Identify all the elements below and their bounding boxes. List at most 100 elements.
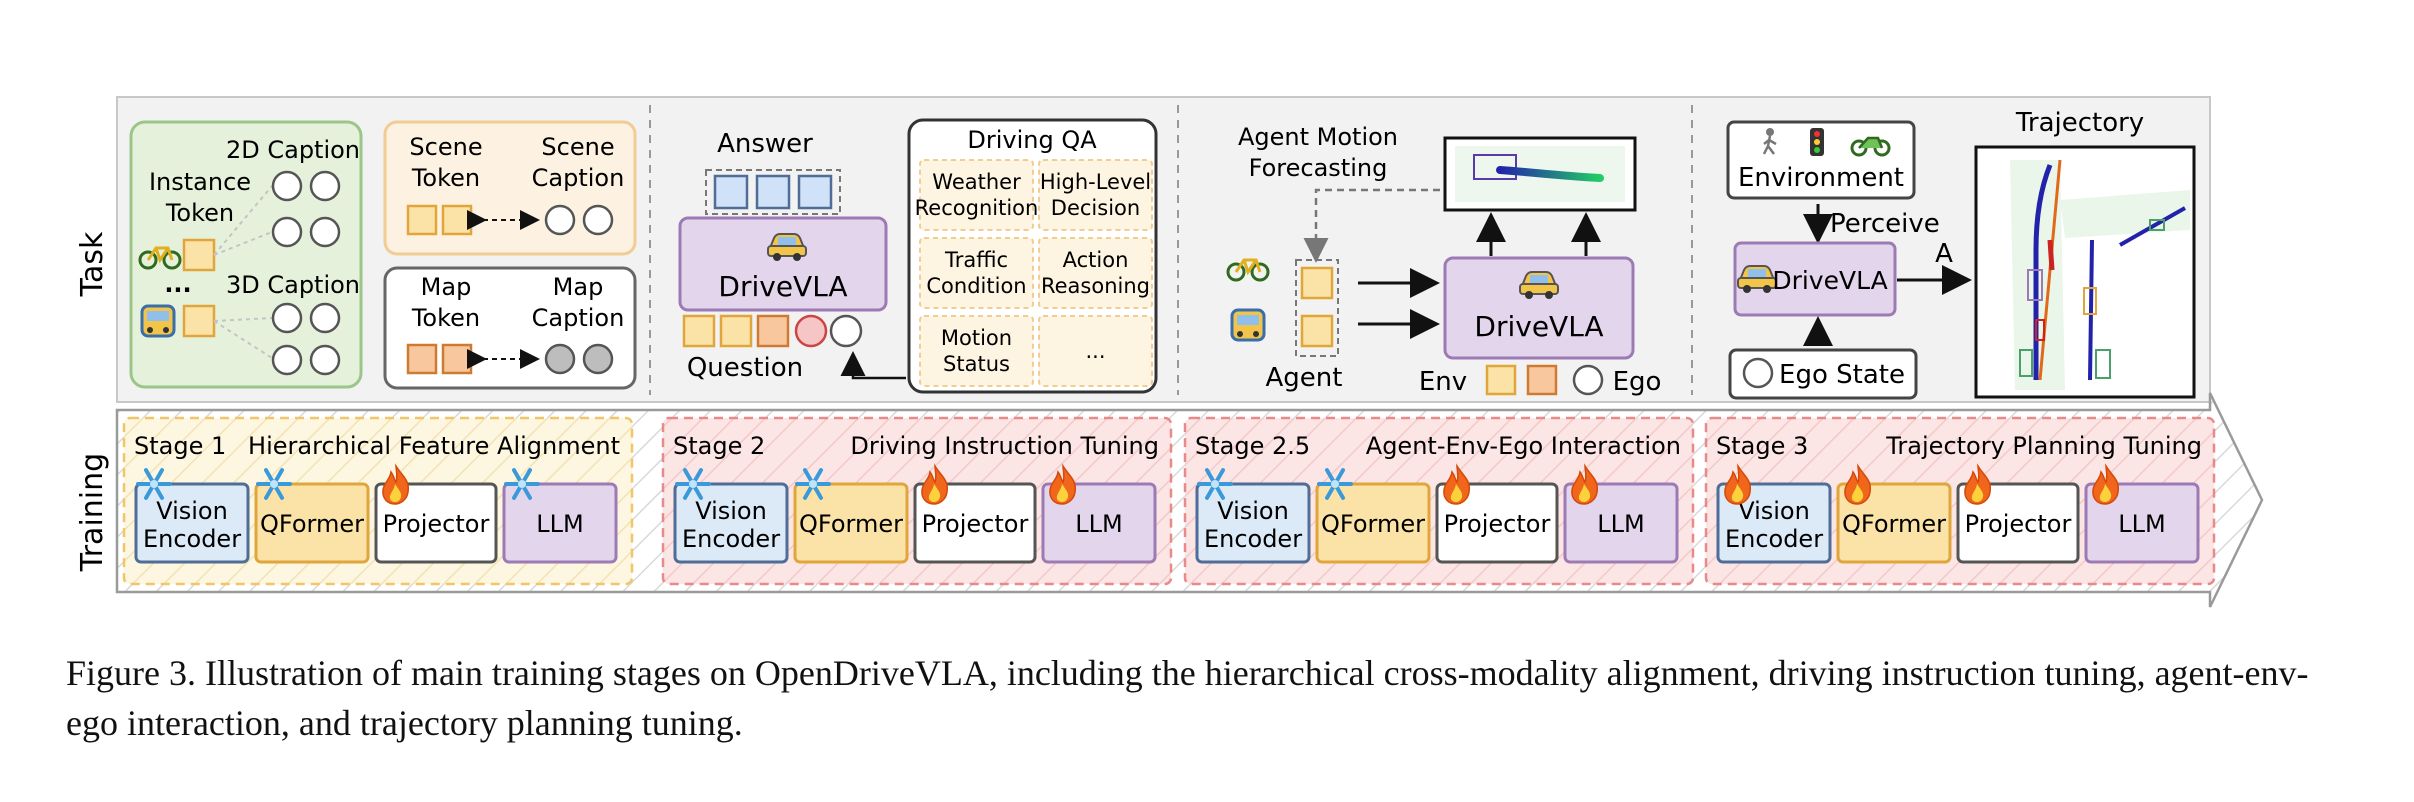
forecast-vehicle-box (1473, 154, 1517, 180)
snowflake-icon (1197, 468, 1233, 500)
action-label: A (1935, 239, 1953, 269)
fire-icon (1443, 463, 1471, 505)
stage-name: Stage 1 (134, 432, 226, 460)
qa-cell-label: ... (1085, 339, 1105, 363)
pedestrian-icon (1762, 128, 1777, 155)
answer-token-group (705, 169, 841, 215)
stage-title: Agent-Env-Ego Interaction (1366, 432, 1681, 460)
forecast-dashed-arrow (1303, 188, 1440, 263)
drivevla-motion-box (1443, 256, 1635, 360)
map-caption-circle (544, 343, 576, 375)
drivevla-planning-box (1733, 241, 1897, 317)
stage-module: QFormer (793, 468, 909, 564)
fire-icon (2092, 463, 2120, 505)
drivevla-motion-label: DriveVLA (1474, 310, 1603, 343)
fire-icon (1844, 463, 1872, 505)
module-label: Vision (1738, 497, 1810, 525)
environment-label: Environment (1738, 163, 1904, 193)
stage-title: Hierarchical Feature Alignment (248, 432, 620, 460)
question-token (756, 314, 790, 348)
module-label: QFormer (260, 510, 364, 538)
module-label: Vision (1217, 497, 1289, 525)
answer-token (755, 174, 791, 210)
instance-token-label-1: Instance (149, 168, 251, 196)
motorcycle-icon (1850, 136, 1891, 157)
caption-2d-circle (271, 170, 303, 202)
fire-icon (1724, 463, 1752, 505)
caption-3d-circle (271, 302, 303, 334)
stage-box: Stage 1 Hierarchical Feature AlignmentVis… (122, 416, 634, 586)
module-label: Vision (695, 497, 767, 525)
module-label: Projector (383, 510, 490, 538)
training-label: Training (75, 453, 110, 572)
snowflake-icon (504, 468, 540, 500)
answer-token (797, 174, 833, 210)
agent-token (1300, 314, 1334, 348)
answer-token (713, 174, 749, 210)
agent-token-group (1295, 259, 1339, 357)
module-label: QFormer (1842, 510, 1946, 538)
qa-cells: WeatherRecognitionHigh-LevelDecisionTraf… (915, 159, 1153, 387)
forecast-trajectory (1496, 166, 1604, 182)
motion-section: Agent Motion Forecasting Agent Dr (1226, 123, 1662, 397)
figure-caption: Figure 3. Illustration of main training … (66, 653, 2309, 743)
trajectory-path (2047, 239, 2055, 271)
trajectory-agent-box (2083, 287, 2097, 315)
trajectory-agent-box (2019, 349, 2033, 377)
ego-circle (1572, 364, 1604, 396)
ego-state-circle (1742, 357, 1774, 389)
map-token-label-2: Token (411, 304, 480, 332)
trajectory-label: Trajectory (2015, 108, 2144, 138)
driving-qa-title: Driving QA (967, 126, 1097, 154)
trajectory-agent-box (2035, 319, 2045, 341)
question-token (682, 314, 716, 348)
module-label: Vision (156, 497, 228, 525)
caption-3d-circle (309, 344, 341, 376)
drivevla-planning-label: DriveVLA (1772, 266, 1887, 295)
drivevla-qa-box (678, 216, 888, 312)
module-label: LLM (1597, 510, 1644, 538)
bicycle-icon (1226, 258, 1270, 282)
module-label: Encoder (1204, 525, 1302, 553)
qa-cell-label: Weather (932, 170, 1021, 194)
stage-module: QFormer (254, 468, 370, 564)
trajectory-path (2033, 164, 2053, 380)
fire-icon (382, 463, 410, 505)
ego-label: Ego (1613, 367, 1662, 397)
car-icon (1519, 271, 1559, 299)
drivevla-qa-label: DriveVLA (718, 270, 847, 303)
qa-cell-label: Condition (926, 274, 1026, 298)
snowflake-icon (256, 468, 292, 500)
caption-3d-circle (271, 344, 303, 376)
env-token (1526, 364, 1558, 396)
caption-2d-label: 2D Caption (226, 136, 360, 164)
stage-module: Projector (913, 463, 1037, 564)
map-task-box: Map Token Map Caption (383, 266, 637, 390)
map-token (441, 343, 473, 375)
qa-cell-label: Status (943, 352, 1010, 376)
car-icon (767, 233, 807, 261)
caption-2d-circle (309, 170, 341, 202)
scene-token-label-2: Token (411, 164, 480, 192)
qa-cell-label: Reasoning (1041, 274, 1150, 298)
qa-cell-label: Recognition (915, 196, 1039, 220)
qa-cell-label: Motion (941, 326, 1012, 350)
map-caption-circle (582, 343, 614, 375)
trajectory-view (1974, 145, 2196, 399)
bicycle-icon (138, 246, 182, 270)
module-label: Encoder (143, 525, 241, 553)
car-icon (1737, 265, 1777, 293)
scene-caption-circle (544, 204, 576, 236)
scene-token-label-1: Scene (409, 133, 482, 161)
snowflake-icon (1317, 468, 1353, 500)
